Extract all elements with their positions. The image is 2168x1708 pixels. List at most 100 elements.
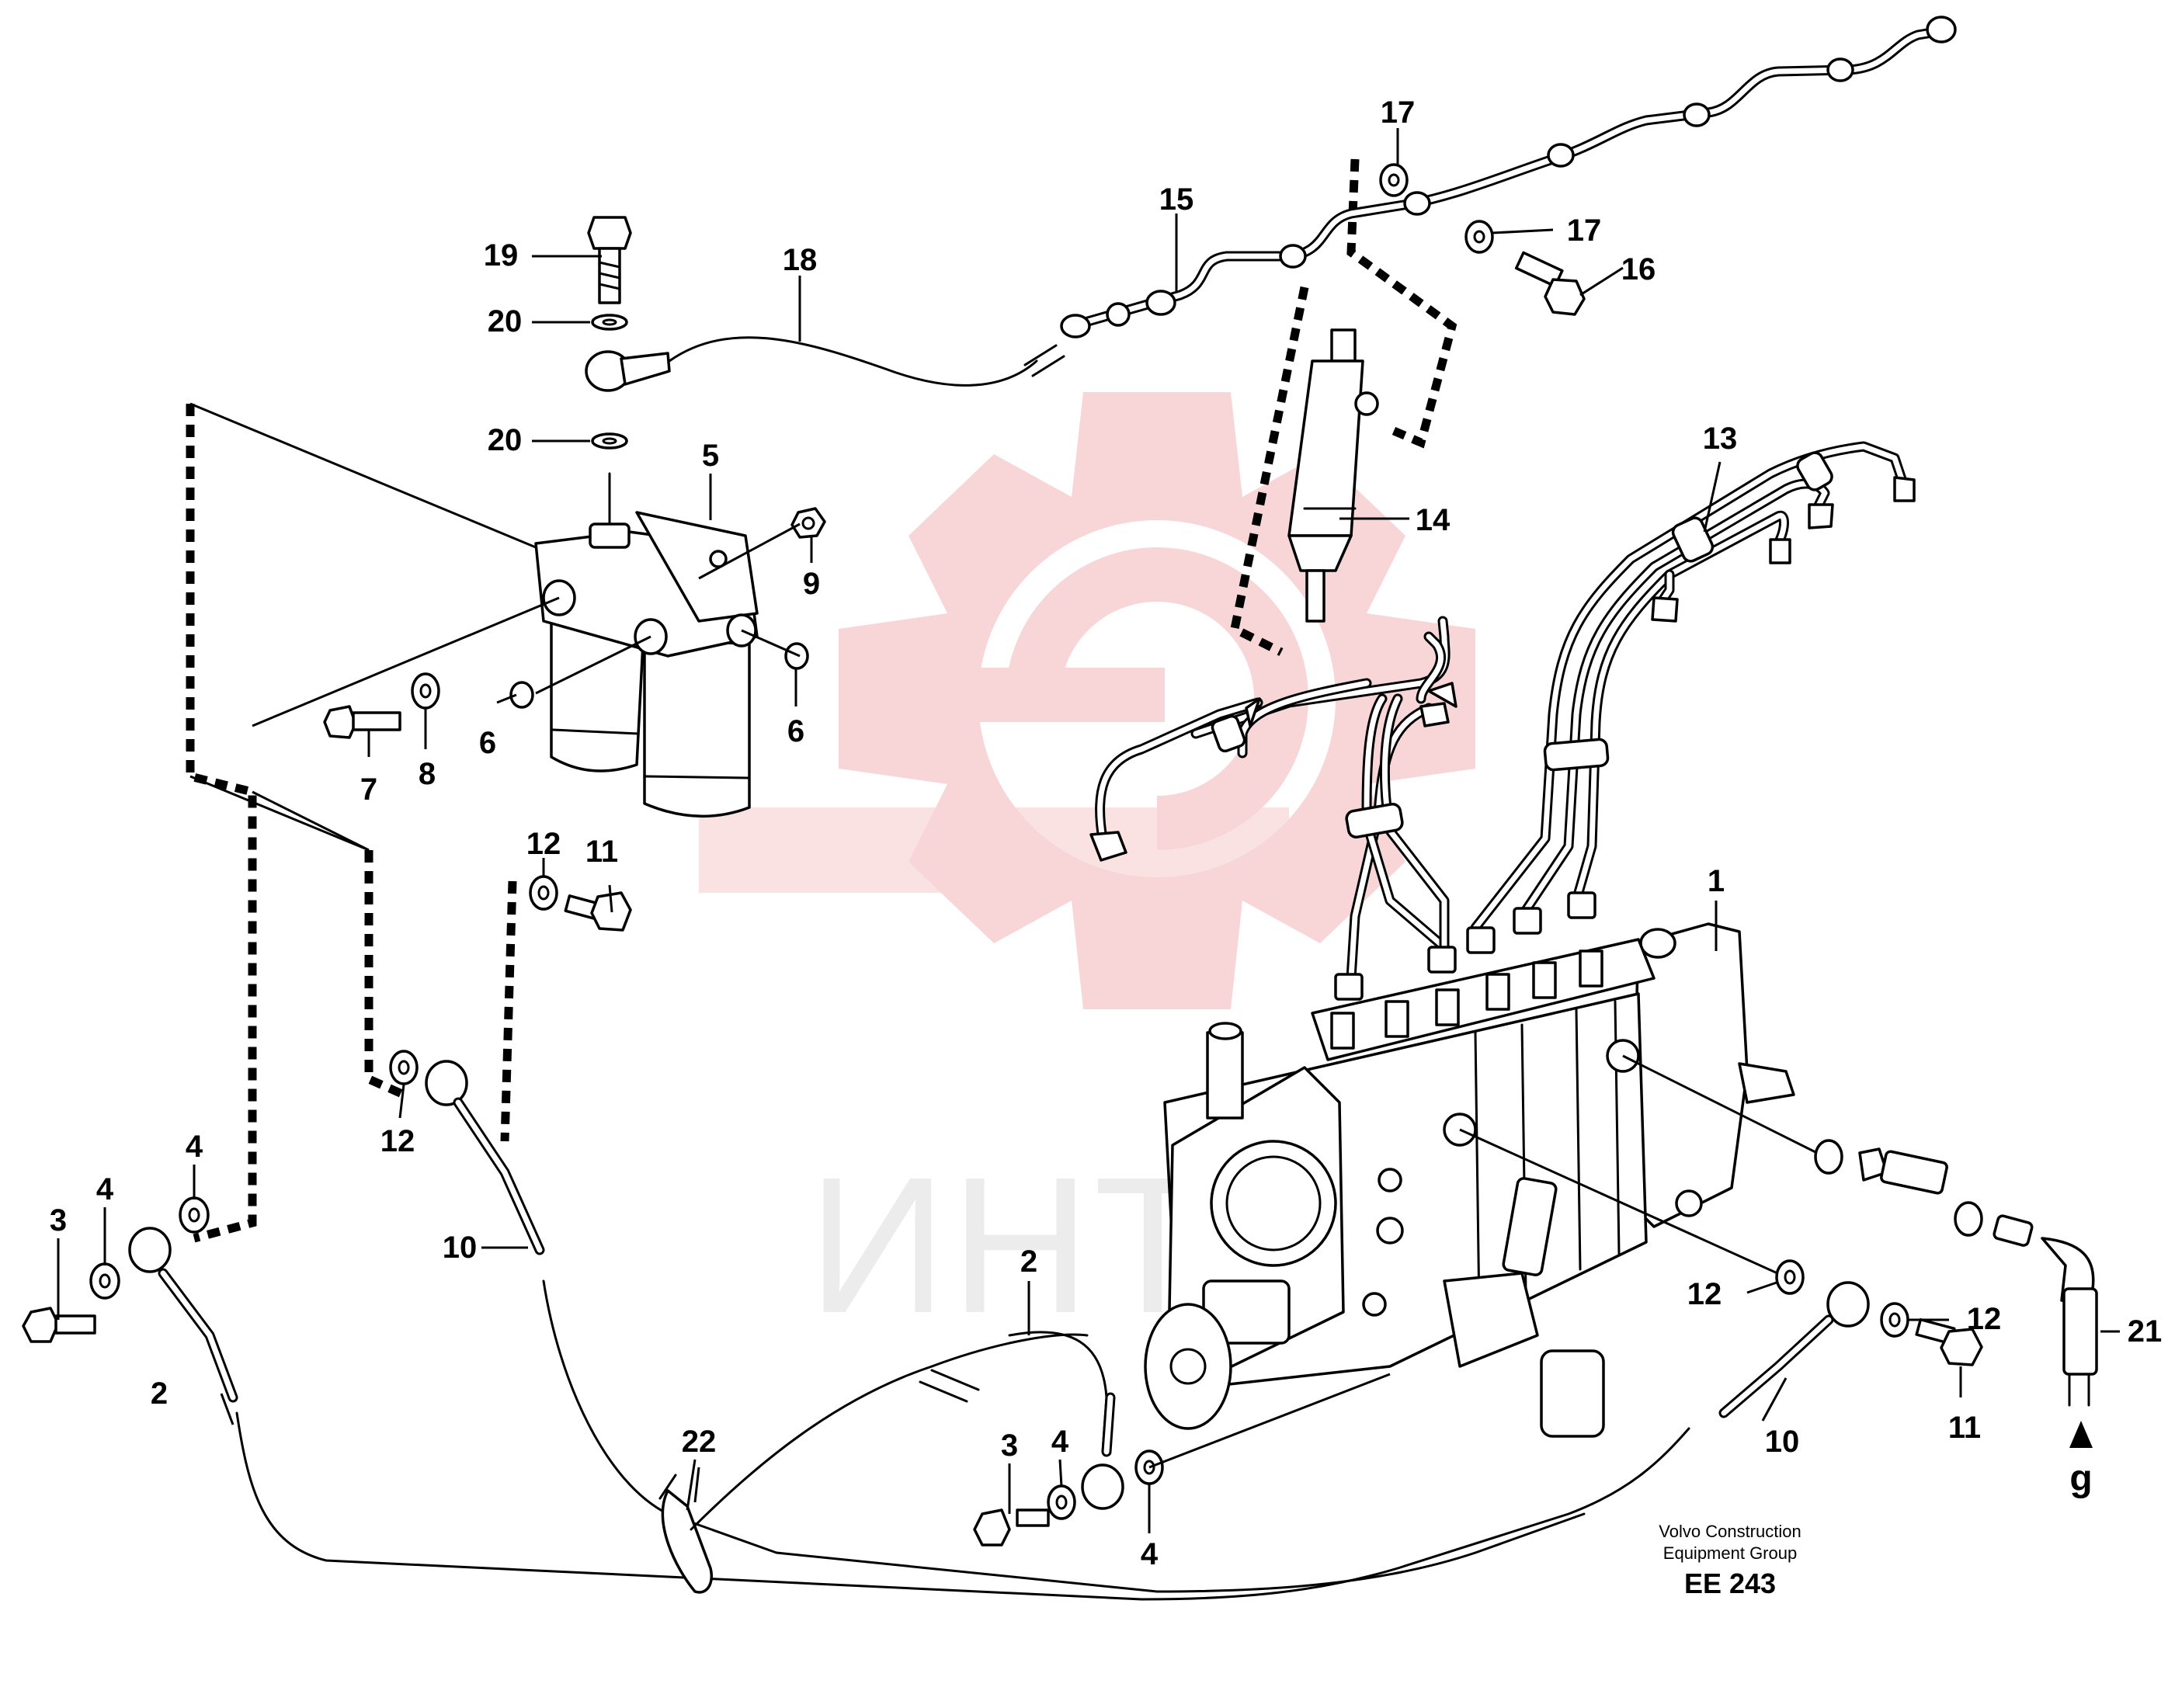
delivery-valve-6 [1579, 949, 1603, 988]
bolt-11-right-head [1940, 1328, 1983, 1366]
callout-11-upper: 11 [585, 835, 618, 869]
washer-8 [411, 672, 440, 710]
callout-20-upper: 20 [488, 304, 523, 338]
injector-leakoff-port [1354, 391, 1379, 416]
callout-labels: 1 2 2 2 3 3 4 4 4 4 5 6 6 7 8 9 10 10 11… [50, 95, 2162, 1571]
pipe-15-clamp-5 [1683, 102, 1711, 127]
callout-15: 15 [1159, 182, 1194, 217]
return-line-fittings [1622, 1054, 2098, 1407]
outlet-nut-5 [1567, 891, 1596, 919]
callout-10-center: 10 [443, 1231, 478, 1265]
callout-3-left: 3 [50, 1203, 67, 1238]
delivery-valve-3 [1435, 988, 1460, 1026]
callout-14: 14 [1416, 503, 1451, 537]
hose-2-left [158, 1268, 238, 1403]
footer-drawing-code: EE 243 [1684, 1567, 1776, 1599]
banjo-left [128, 1227, 172, 1273]
callout-4-left-b: 4 [186, 1130, 203, 1164]
callout-22: 22 [682, 1425, 717, 1459]
callout-6-left: 6 [479, 726, 496, 760]
feed-pump-strainer [1540, 1349, 1605, 1438]
callout-2-left: 2 [151, 1376, 168, 1411]
callout-18: 18 [783, 243, 818, 277]
callout-12-right-a: 12 [1687, 1277, 1722, 1311]
pump-port-lower [1376, 1217, 1404, 1245]
clamp-mid-bundle [1345, 803, 1404, 838]
fuel-lines-top [668, 16, 1957, 387]
delivery-valve-2 [1385, 1000, 1409, 1038]
gear-bar [932, 668, 1165, 722]
pipe-15-clamp-3 [1403, 191, 1431, 216]
pipe-15-clamp-6 [1826, 57, 1854, 82]
pipe-15-end-nut [1926, 16, 1957, 43]
banjo-stem [620, 352, 671, 386]
footer-company-line1: Volvo Construction [1659, 1522, 1801, 1541]
union-nut-b [1245, 697, 1261, 727]
cable-tie-22 [661, 1489, 713, 1594]
union-nut-c [1419, 702, 1450, 727]
fuel-line-18 [668, 336, 1038, 387]
callout-6-right: 6 [787, 714, 804, 748]
washer-17-upper [1379, 163, 1409, 197]
washer-17-lower [1464, 220, 1494, 254]
banjo-center [425, 1060, 468, 1106]
fuel-line-2-left-route [235, 1411, 1690, 1601]
union-nut-f [1808, 503, 1834, 529]
injector-pipe-15 [1066, 26, 1947, 332]
stop-lever [1738, 1062, 1795, 1104]
callout-3-center: 3 [1001, 1429, 1018, 1463]
plug-6-left [509, 681, 534, 709]
delivery-valve-4 [1485, 973, 1510, 1011]
callout-12-center: 12 [380, 1124, 415, 1158]
bolt-3-center-shank [1016, 1508, 1050, 1527]
callout-13: 13 [1703, 422, 1738, 456]
hose-21 [2062, 1287, 2098, 1376]
bolt-7-head [323, 705, 357, 739]
callout-16: 16 [1621, 252, 1656, 286]
footer: Volvo Construction Equipment Group EE 24… [1659, 1522, 1801, 1599]
dash-frame-center [500, 880, 517, 1142]
outlet-nut-1 [1334, 973, 1364, 1001]
feed-pump-body [1443, 1272, 1539, 1368]
plug-6-right [784, 642, 809, 670]
dash-frame-left-outer [186, 404, 257, 1243]
lower-fuel-lines [22, 1050, 1983, 1601]
outlet-nut-2 [1427, 946, 1457, 974]
pipe-15-clamp-4 [1547, 143, 1575, 168]
bolt-3-center-head [973, 1508, 1011, 1547]
injector-tip [1305, 569, 1325, 623]
pipe-15-ferrule [1106, 302, 1131, 327]
delivery-valves [1330, 949, 1603, 1050]
callout-g: g [2069, 1458, 2092, 1499]
injector-top-nipple [1330, 328, 1357, 363]
dash-frame-left-inner [364, 850, 406, 1099]
callout-11-right: 11 [1948, 1411, 1981, 1445]
governor-cap [1639, 928, 1676, 959]
washer-12-center [389, 1050, 419, 1085]
gear-band [699, 807, 1289, 893]
washer-4-left-b [179, 1196, 210, 1234]
banjo-2-center [1081, 1463, 1124, 1510]
arrow-g-icon [2069, 1421, 2093, 1448]
clamp-right-lower [1543, 738, 1610, 772]
callout-8: 8 [419, 757, 436, 791]
pump-flange-window [1210, 1140, 1337, 1267]
callout-21: 21 [2128, 1314, 2163, 1349]
pipe-15-clamp-1 [1145, 290, 1176, 316]
outlet-nut-4 [1513, 907, 1542, 935]
callout-20-lower: 20 [488, 423, 523, 457]
pump-top-plunger [1206, 1031, 1244, 1120]
return-valve-body [1880, 1150, 1948, 1195]
bolt-3-left-shank [54, 1314, 96, 1335]
callout-4-left-a: 4 [96, 1172, 114, 1206]
washer-return-1 [1814, 1139, 1843, 1175]
union-nut-a [1089, 831, 1127, 862]
pipe-15-clamp-2 [1279, 244, 1307, 269]
dash-frame-injector-right [1346, 158, 1457, 449]
washer-4-center-a [1047, 1484, 1076, 1520]
injection-lines [1089, 441, 1916, 1001]
callout-17-lower: 17 [1567, 214, 1602, 248]
bolt-16-shank [1514, 251, 1564, 288]
